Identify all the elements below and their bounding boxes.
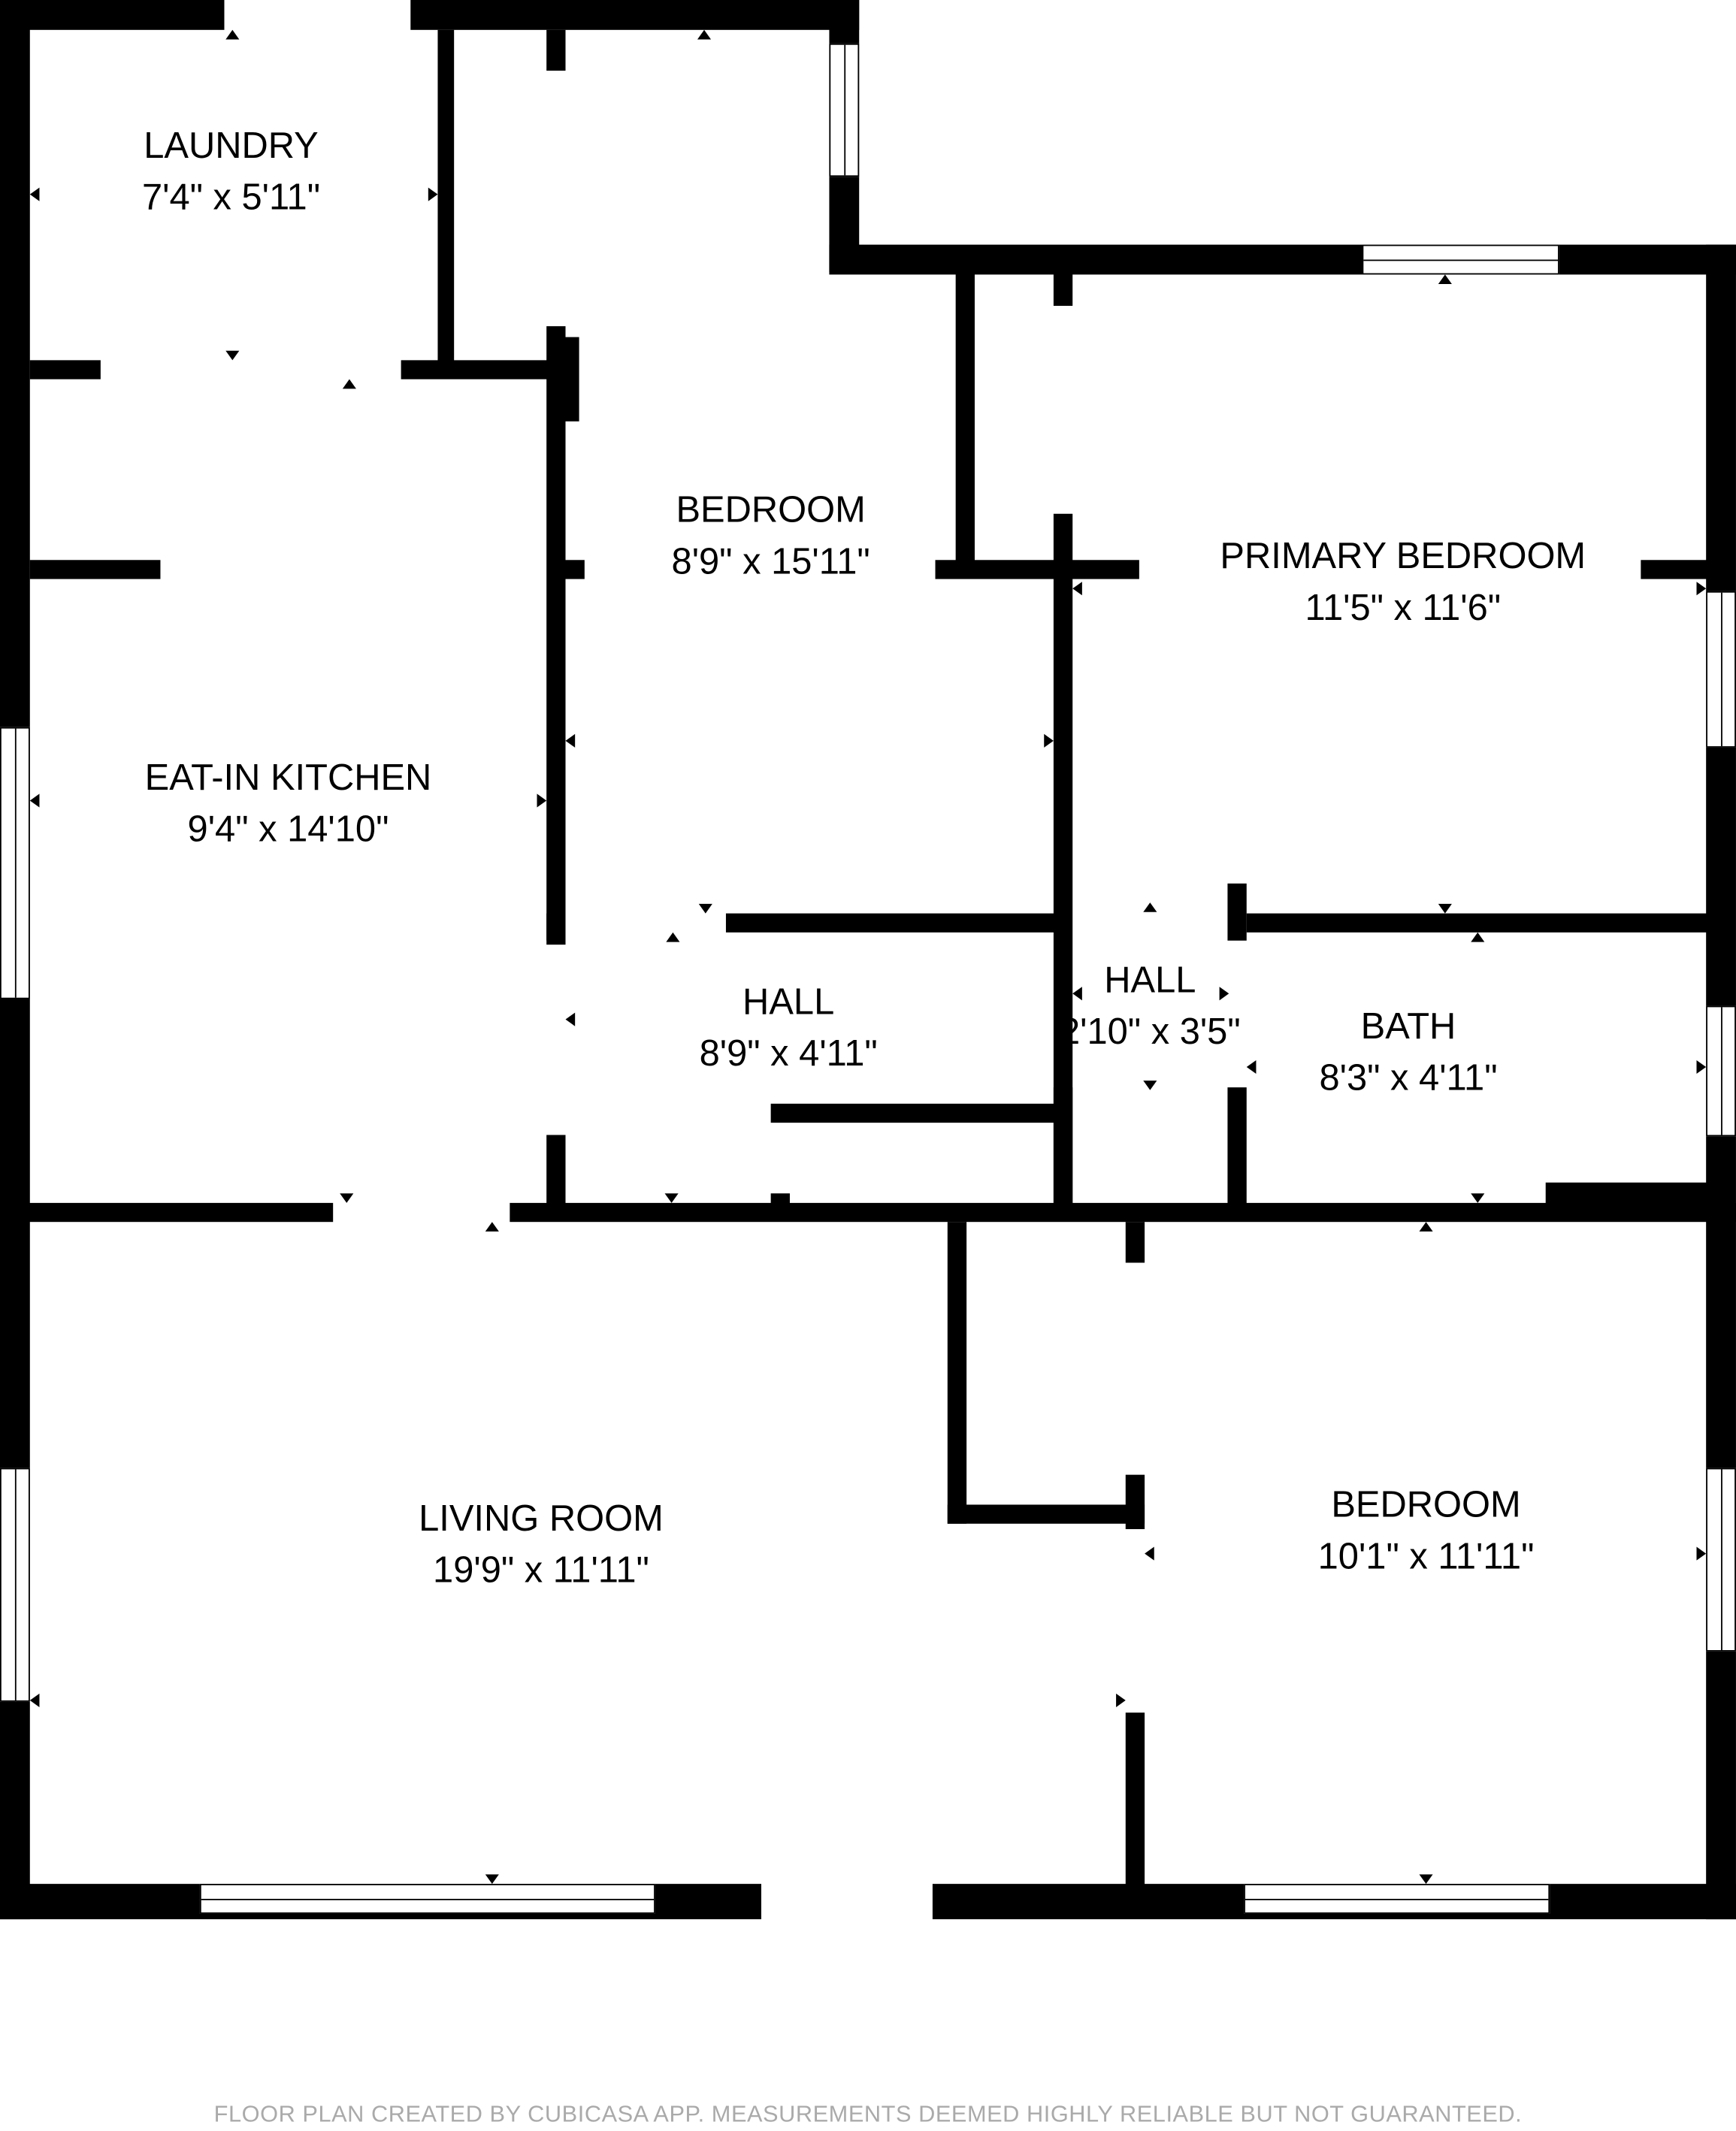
wall xyxy=(437,29,455,378)
wall xyxy=(565,337,579,422)
wall xyxy=(1053,271,1073,307)
room-name: HALL xyxy=(1104,960,1196,1001)
wall xyxy=(565,560,585,579)
door-marker-icon xyxy=(565,1012,576,1026)
wall xyxy=(0,1202,334,1223)
room-name: LAUNDRY xyxy=(144,125,319,166)
window xyxy=(1362,244,1559,275)
room-name: LIVING ROOM xyxy=(419,1498,664,1539)
door-marker-icon xyxy=(1438,903,1452,914)
door-marker-icon xyxy=(340,1193,354,1203)
room-dimensions: 8'9" x 4'11" xyxy=(699,1032,878,1075)
wall xyxy=(1246,913,1709,933)
room-label-bedroom-bottom: BEDROOM 10'1" x 11'11" xyxy=(1318,1479,1535,1582)
door-marker-icon xyxy=(428,187,438,201)
door-marker-icon xyxy=(342,379,356,389)
door-marker-icon xyxy=(698,903,712,914)
wall xyxy=(546,326,566,945)
door-marker-icon xyxy=(1419,1222,1433,1232)
door-marker-icon xyxy=(1696,582,1707,596)
window xyxy=(1706,1468,1736,1652)
door-marker-icon xyxy=(1696,1546,1707,1561)
room-name: BATH xyxy=(1360,1005,1456,1047)
door-marker-icon xyxy=(1419,1874,1433,1885)
window xyxy=(0,727,30,999)
door-marker-icon xyxy=(1438,274,1452,285)
wall xyxy=(1125,1222,1145,1263)
wall xyxy=(947,1504,1145,1524)
door-marker-icon xyxy=(29,187,40,201)
door-marker-icon xyxy=(1116,1693,1126,1707)
door-marker-icon xyxy=(225,29,240,40)
window xyxy=(829,43,860,177)
room-dimensions: 8'3" x 4'11" xyxy=(1319,1057,1498,1099)
wall xyxy=(401,360,564,379)
wall xyxy=(770,1103,1060,1123)
wall xyxy=(955,271,975,571)
door-marker-icon xyxy=(485,1874,499,1885)
room-dimensions: 11'5" x 11'6" xyxy=(1305,587,1502,628)
door-marker-icon xyxy=(1145,1546,1154,1561)
room-name: HALL xyxy=(742,981,835,1023)
room-dimensions: 7'4" x 5'11" xyxy=(141,177,321,218)
wall xyxy=(546,913,561,941)
window xyxy=(0,1468,30,1702)
wall xyxy=(947,1222,967,1524)
door-marker-icon xyxy=(1471,1193,1485,1203)
room-dimensions: 2'10" x 3'5" xyxy=(1059,1011,1241,1053)
room-label-primary-bedroom: PRIMARY BEDROOM 11'5" x 11'6" xyxy=(1220,530,1586,633)
wall xyxy=(410,0,860,30)
room-name: EAT-IN KITCHEN xyxy=(144,757,432,798)
wall xyxy=(1227,1087,1247,1210)
wall xyxy=(546,29,566,71)
window xyxy=(1706,591,1736,748)
door-marker-icon xyxy=(1246,1059,1257,1075)
room-dimensions: 19'9" x 11'11" xyxy=(433,1549,649,1591)
room-dimensions: 10'1" x 11'11" xyxy=(1317,1536,1535,1577)
room-name: BEDROOM xyxy=(676,489,866,530)
door-marker-icon xyxy=(666,932,680,942)
door-marker-icon xyxy=(537,793,547,808)
room-dimensions: 8'9" x 15'11" xyxy=(671,540,870,582)
door-marker-icon xyxy=(29,793,40,808)
room-label-hall-main: HALL 8'9" x 4'11" xyxy=(700,976,878,1079)
wall xyxy=(1125,1474,1145,1530)
room-label-laundry: LAUNDRY 7'4" x 5'11" xyxy=(142,119,320,222)
wall xyxy=(1641,560,1709,579)
wall xyxy=(1125,1712,1145,1890)
wall xyxy=(29,560,161,579)
wall xyxy=(0,0,225,30)
door-marker-icon xyxy=(664,1193,679,1203)
wall xyxy=(510,1202,1736,1223)
door-marker-icon xyxy=(1072,582,1082,596)
door-marker-icon xyxy=(1072,987,1082,1001)
window xyxy=(1706,1005,1736,1137)
wall xyxy=(29,360,101,379)
door-marker-icon xyxy=(225,350,240,361)
room-label-hall-small: HALL 2'10" x 3'5" xyxy=(1060,954,1241,1057)
room-name: BEDROOM xyxy=(1331,1484,1521,1525)
window xyxy=(1244,1884,1550,1914)
door-marker-icon xyxy=(1471,932,1485,942)
door-marker-icon xyxy=(29,1693,40,1707)
room-label-bath: BATH 8'3" x 4'11" xyxy=(1319,1000,1497,1103)
room-dimensions: 9'4" x 14'10" xyxy=(187,809,389,850)
door-marker-icon xyxy=(565,733,576,748)
door-marker-icon xyxy=(1143,1081,1157,1090)
door-marker-icon xyxy=(1044,733,1054,748)
door-marker-icon xyxy=(1143,902,1157,912)
door-marker-icon xyxy=(697,29,712,40)
footer-disclaimer: FLOOR PLAN CREATED BY CUBICASA APP. MEAS… xyxy=(213,2101,1523,2127)
room-label-kitchen: EAT-IN KITCHEN 9'4" x 14'10" xyxy=(145,751,432,854)
window xyxy=(199,1884,655,1914)
wall xyxy=(725,913,1060,933)
door-marker-icon xyxy=(1696,1059,1707,1075)
door-marker-icon xyxy=(485,1222,499,1232)
wall xyxy=(829,244,1736,275)
room-name: PRIMARY BEDROOM xyxy=(1220,535,1586,576)
room-label-bedroom-top: BEDROOM 8'9" x 15'11" xyxy=(672,484,870,587)
room-label-living-room: LIVING ROOM 19'9" x 11'11" xyxy=(419,1492,664,1595)
wall xyxy=(1227,883,1247,941)
door-marker-icon xyxy=(1219,987,1229,1001)
